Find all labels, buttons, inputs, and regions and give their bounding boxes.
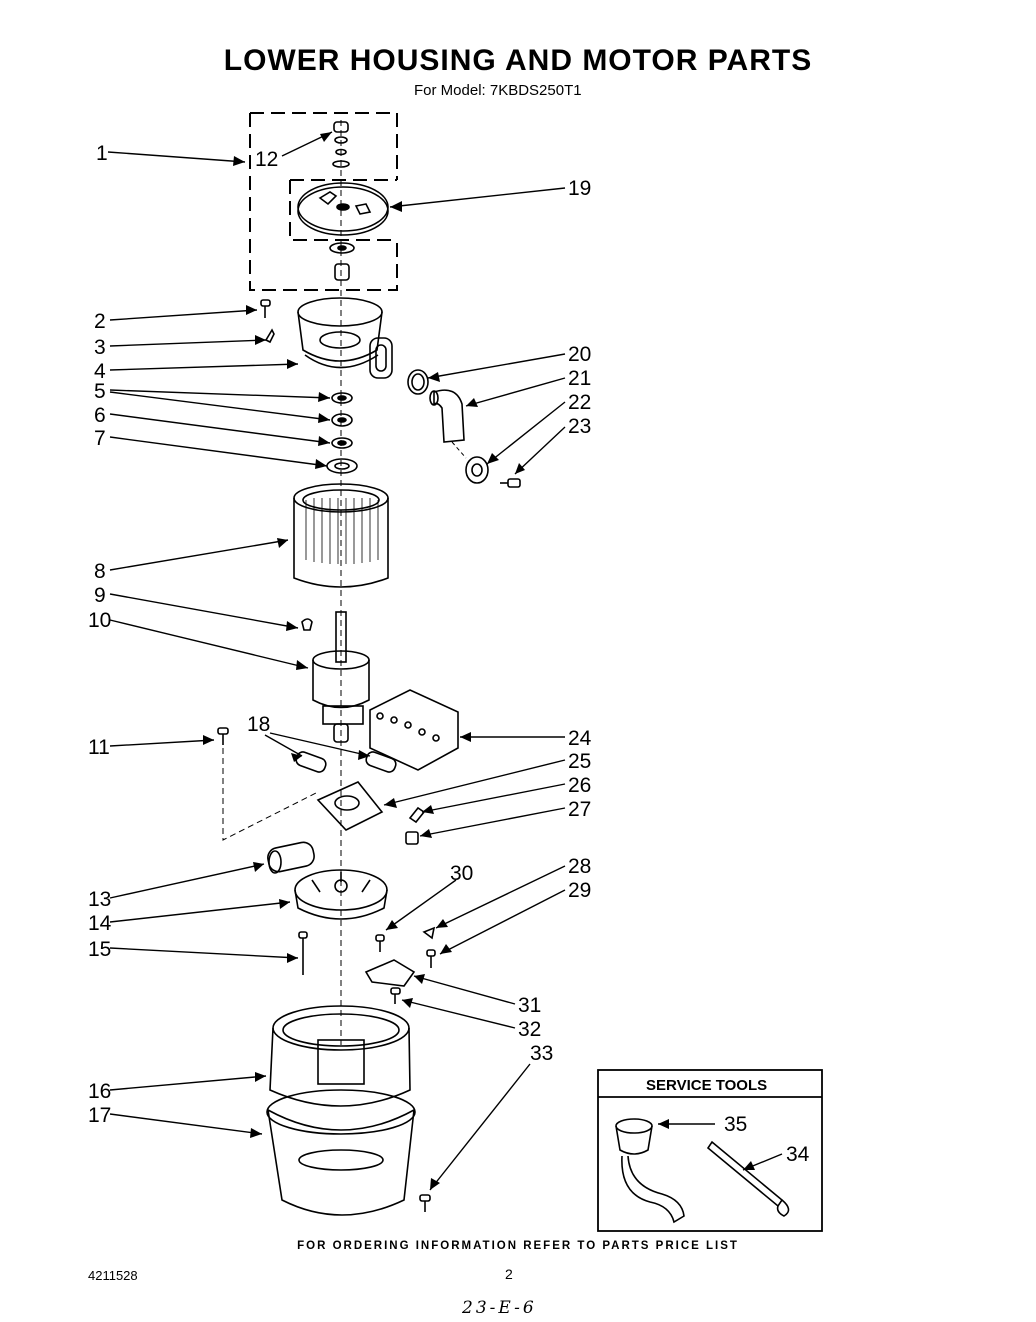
page-number: 2 bbox=[505, 1266, 513, 1282]
label-16: 16 bbox=[88, 1080, 111, 1103]
label-2: 2 bbox=[94, 310, 106, 333]
screw-part-11 bbox=[217, 727, 229, 745]
socket-tool-part-35 bbox=[615, 1118, 685, 1224]
screw-part-2 bbox=[260, 299, 271, 318]
label-1: 1 bbox=[96, 142, 108, 165]
label-33: 33 bbox=[530, 1042, 553, 1065]
screw-part-32 bbox=[390, 987, 401, 1004]
arrowheads bbox=[203, 132, 755, 1190]
label-12: 12 bbox=[255, 148, 278, 171]
label-6: 6 bbox=[94, 404, 106, 427]
shredder-plate-part-19 bbox=[297, 182, 389, 236]
ordering-info-note: FOR ORDERING INFORMATION REFER TO PARTS … bbox=[297, 1240, 739, 1252]
label-25: 25 bbox=[568, 750, 591, 773]
label-14: 14 bbox=[88, 912, 112, 935]
handwritten-note: 23-E-6 bbox=[462, 1298, 537, 1318]
capacitor-part-13 bbox=[267, 841, 315, 874]
label-26: 26 bbox=[568, 774, 591, 797]
label-23: 23 bbox=[568, 415, 591, 438]
wrench-tool-part-34 bbox=[706, 1140, 790, 1217]
label-18: 18 bbox=[247, 713, 270, 736]
page-title: LOWER HOUSING AND MOTOR PARTS bbox=[223, 44, 813, 77]
leader-lines bbox=[107, 131, 783, 1191]
label-4: 4 bbox=[94, 360, 106, 383]
end-shield-part-14 bbox=[294, 869, 388, 920]
label-32: 32 bbox=[518, 1018, 541, 1041]
label-24: 24 bbox=[568, 727, 592, 750]
label-15: 15 bbox=[88, 938, 111, 961]
elbow-part-21 bbox=[429, 389, 465, 443]
label-9: 9 bbox=[94, 584, 106, 607]
screw-part-29 bbox=[426, 949, 436, 968]
label-10: 10 bbox=[88, 609, 111, 632]
bearing-part-6 bbox=[331, 413, 353, 427]
label-21: 21 bbox=[568, 367, 591, 390]
label-19: 19 bbox=[568, 177, 591, 200]
model-subtitle: For Model: 7KBDS250T1 bbox=[414, 82, 582, 99]
label-5: 5 bbox=[94, 380, 106, 403]
bolt-part-15 bbox=[298, 931, 308, 975]
label-7: 7 bbox=[94, 427, 106, 450]
part-number-labels: 1 12 19 2 3 4 5 6 7 20 21 22 23 8 9 10 1… bbox=[88, 142, 810, 1166]
seal-part-7 bbox=[326, 458, 358, 474]
connector-part-27 bbox=[405, 831, 419, 845]
shredder-assembly-group-box bbox=[249, 112, 398, 291]
label-11: 11 bbox=[88, 736, 110, 759]
screw-part-33 bbox=[419, 1194, 431, 1212]
cover-plate-part-31 bbox=[364, 959, 416, 987]
assembly-guide-line-11 bbox=[222, 748, 319, 841]
upper-housing-part-4 bbox=[297, 297, 393, 379]
screw-part-23 bbox=[500, 478, 521, 488]
nut-part-12 bbox=[332, 121, 350, 168]
service-tools-title: SERVICE TOOLS bbox=[646, 1077, 767, 1094]
label-20: 20 bbox=[568, 343, 591, 366]
clip-part-3 bbox=[264, 328, 275, 344]
rotor-part-10 bbox=[312, 611, 370, 743]
lower-housing-part-16 bbox=[269, 1005, 411, 1107]
label-27: 27 bbox=[568, 798, 591, 821]
gasket-part-20 bbox=[407, 369, 429, 395]
terminal-part-26 bbox=[408, 806, 426, 824]
label-31: 31 bbox=[518, 994, 541, 1017]
flange-part-22 bbox=[465, 456, 489, 484]
label-3: 3 bbox=[94, 336, 106, 359]
document-number: 4211528 bbox=[88, 1268, 138, 1283]
clip-part-28 bbox=[422, 926, 436, 940]
label-34: 34 bbox=[786, 1143, 810, 1166]
label-35: 35 bbox=[724, 1113, 747, 1136]
label-8: 8 bbox=[94, 560, 106, 583]
stator-part-8 bbox=[293, 483, 389, 588]
screw-part-30 bbox=[375, 934, 385, 952]
base-part-17 bbox=[266, 1089, 416, 1216]
terminal-block-part-24 bbox=[369, 689, 459, 771]
service-tools-box bbox=[597, 1069, 823, 1232]
label-22: 22 bbox=[568, 391, 591, 414]
label-17: 17 bbox=[88, 1104, 111, 1127]
switch-plate-part-25 bbox=[316, 781, 384, 831]
washer-part bbox=[329, 242, 355, 281]
label-29: 29 bbox=[568, 879, 591, 902]
label-30: 30 bbox=[450, 862, 473, 885]
washer-part-5 bbox=[331, 392, 353, 404]
key-part-9 bbox=[301, 618, 313, 631]
label-28: 28 bbox=[568, 855, 591, 878]
label-13: 13 bbox=[88, 888, 111, 911]
washer-part-bearing-6b bbox=[331, 437, 353, 449]
